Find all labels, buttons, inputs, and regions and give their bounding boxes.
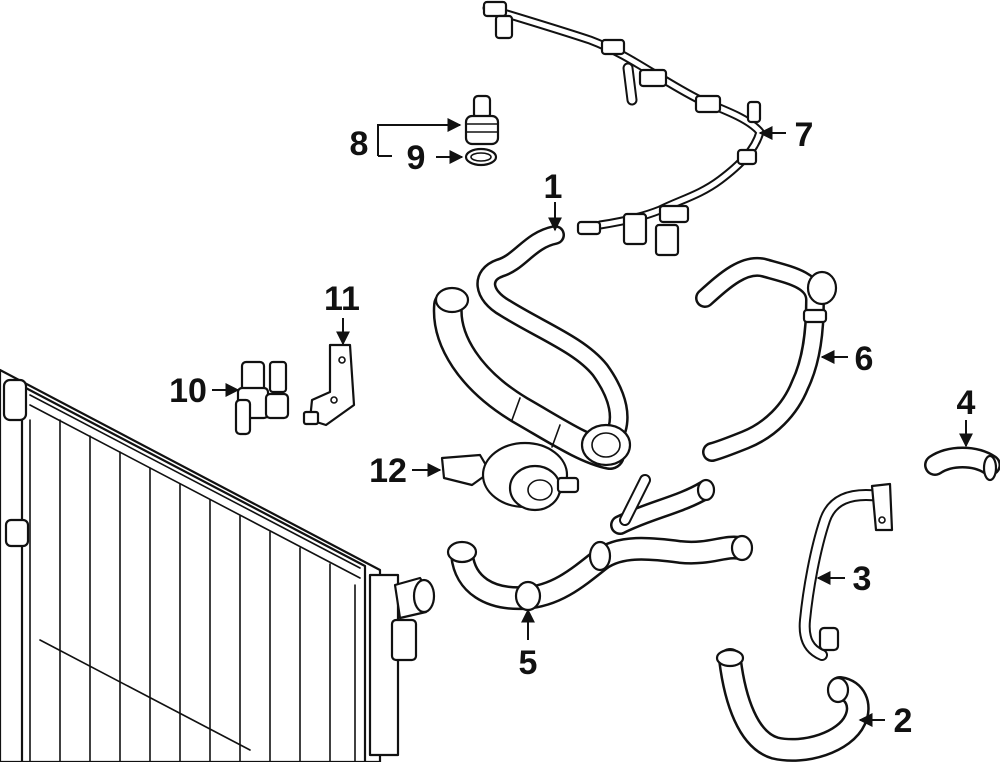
radiator	[0, 368, 436, 762]
part-5-hose-assembly	[446, 474, 754, 612]
callout-12: 12	[369, 452, 407, 490]
callout-6: 6	[855, 340, 874, 378]
callout-10: 10	[169, 372, 207, 410]
part-7-hose-assembly	[482, 0, 765, 257]
callout-8: 8	[350, 125, 369, 163]
leader-lines	[212, 118, 973, 727]
part-10-valve	[234, 360, 290, 436]
part-9-o-ring	[464, 147, 498, 167]
callout-11: 11	[324, 280, 360, 318]
part-4-hose	[924, 446, 1000, 482]
callout-1: 1	[544, 168, 563, 206]
part-2-hose	[715, 648, 870, 762]
callout-7: 7	[795, 116, 814, 154]
callout-5: 5	[519, 644, 538, 682]
callout-2: 2	[894, 702, 913, 740]
part-12-pump	[440, 441, 580, 512]
part-1-upper-hose	[432, 225, 632, 470]
callout-3: 3	[853, 560, 872, 598]
callout-9: 9	[407, 139, 426, 177]
part-6-hose	[695, 256, 838, 462]
part-3-pipe	[798, 482, 894, 661]
part-8-fitting	[464, 94, 500, 146]
callout-4: 4	[957, 384, 976, 422]
part-11-bracket	[302, 343, 356, 427]
